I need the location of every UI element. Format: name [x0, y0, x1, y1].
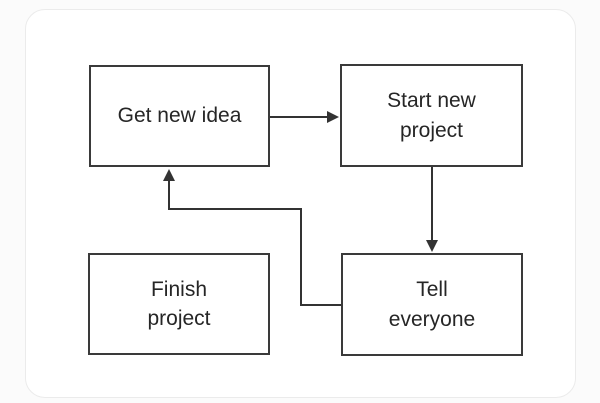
node-get-new-idea-label: Get new idea — [117, 104, 242, 128]
node-finish-project-label: Finish project — [147, 277, 211, 330]
node-tell-everyone-label: Tell everyone — [388, 278, 476, 331]
node-finish-project: Finish project — [88, 253, 270, 355]
node-get-new-idea: Get new idea — [89, 65, 270, 167]
node-tell-everyone: Tell everyone — [341, 253, 523, 356]
node-start-new-project-label: Start new project — [387, 89, 476, 142]
node-start-new-project: Start new project — [340, 64, 523, 167]
